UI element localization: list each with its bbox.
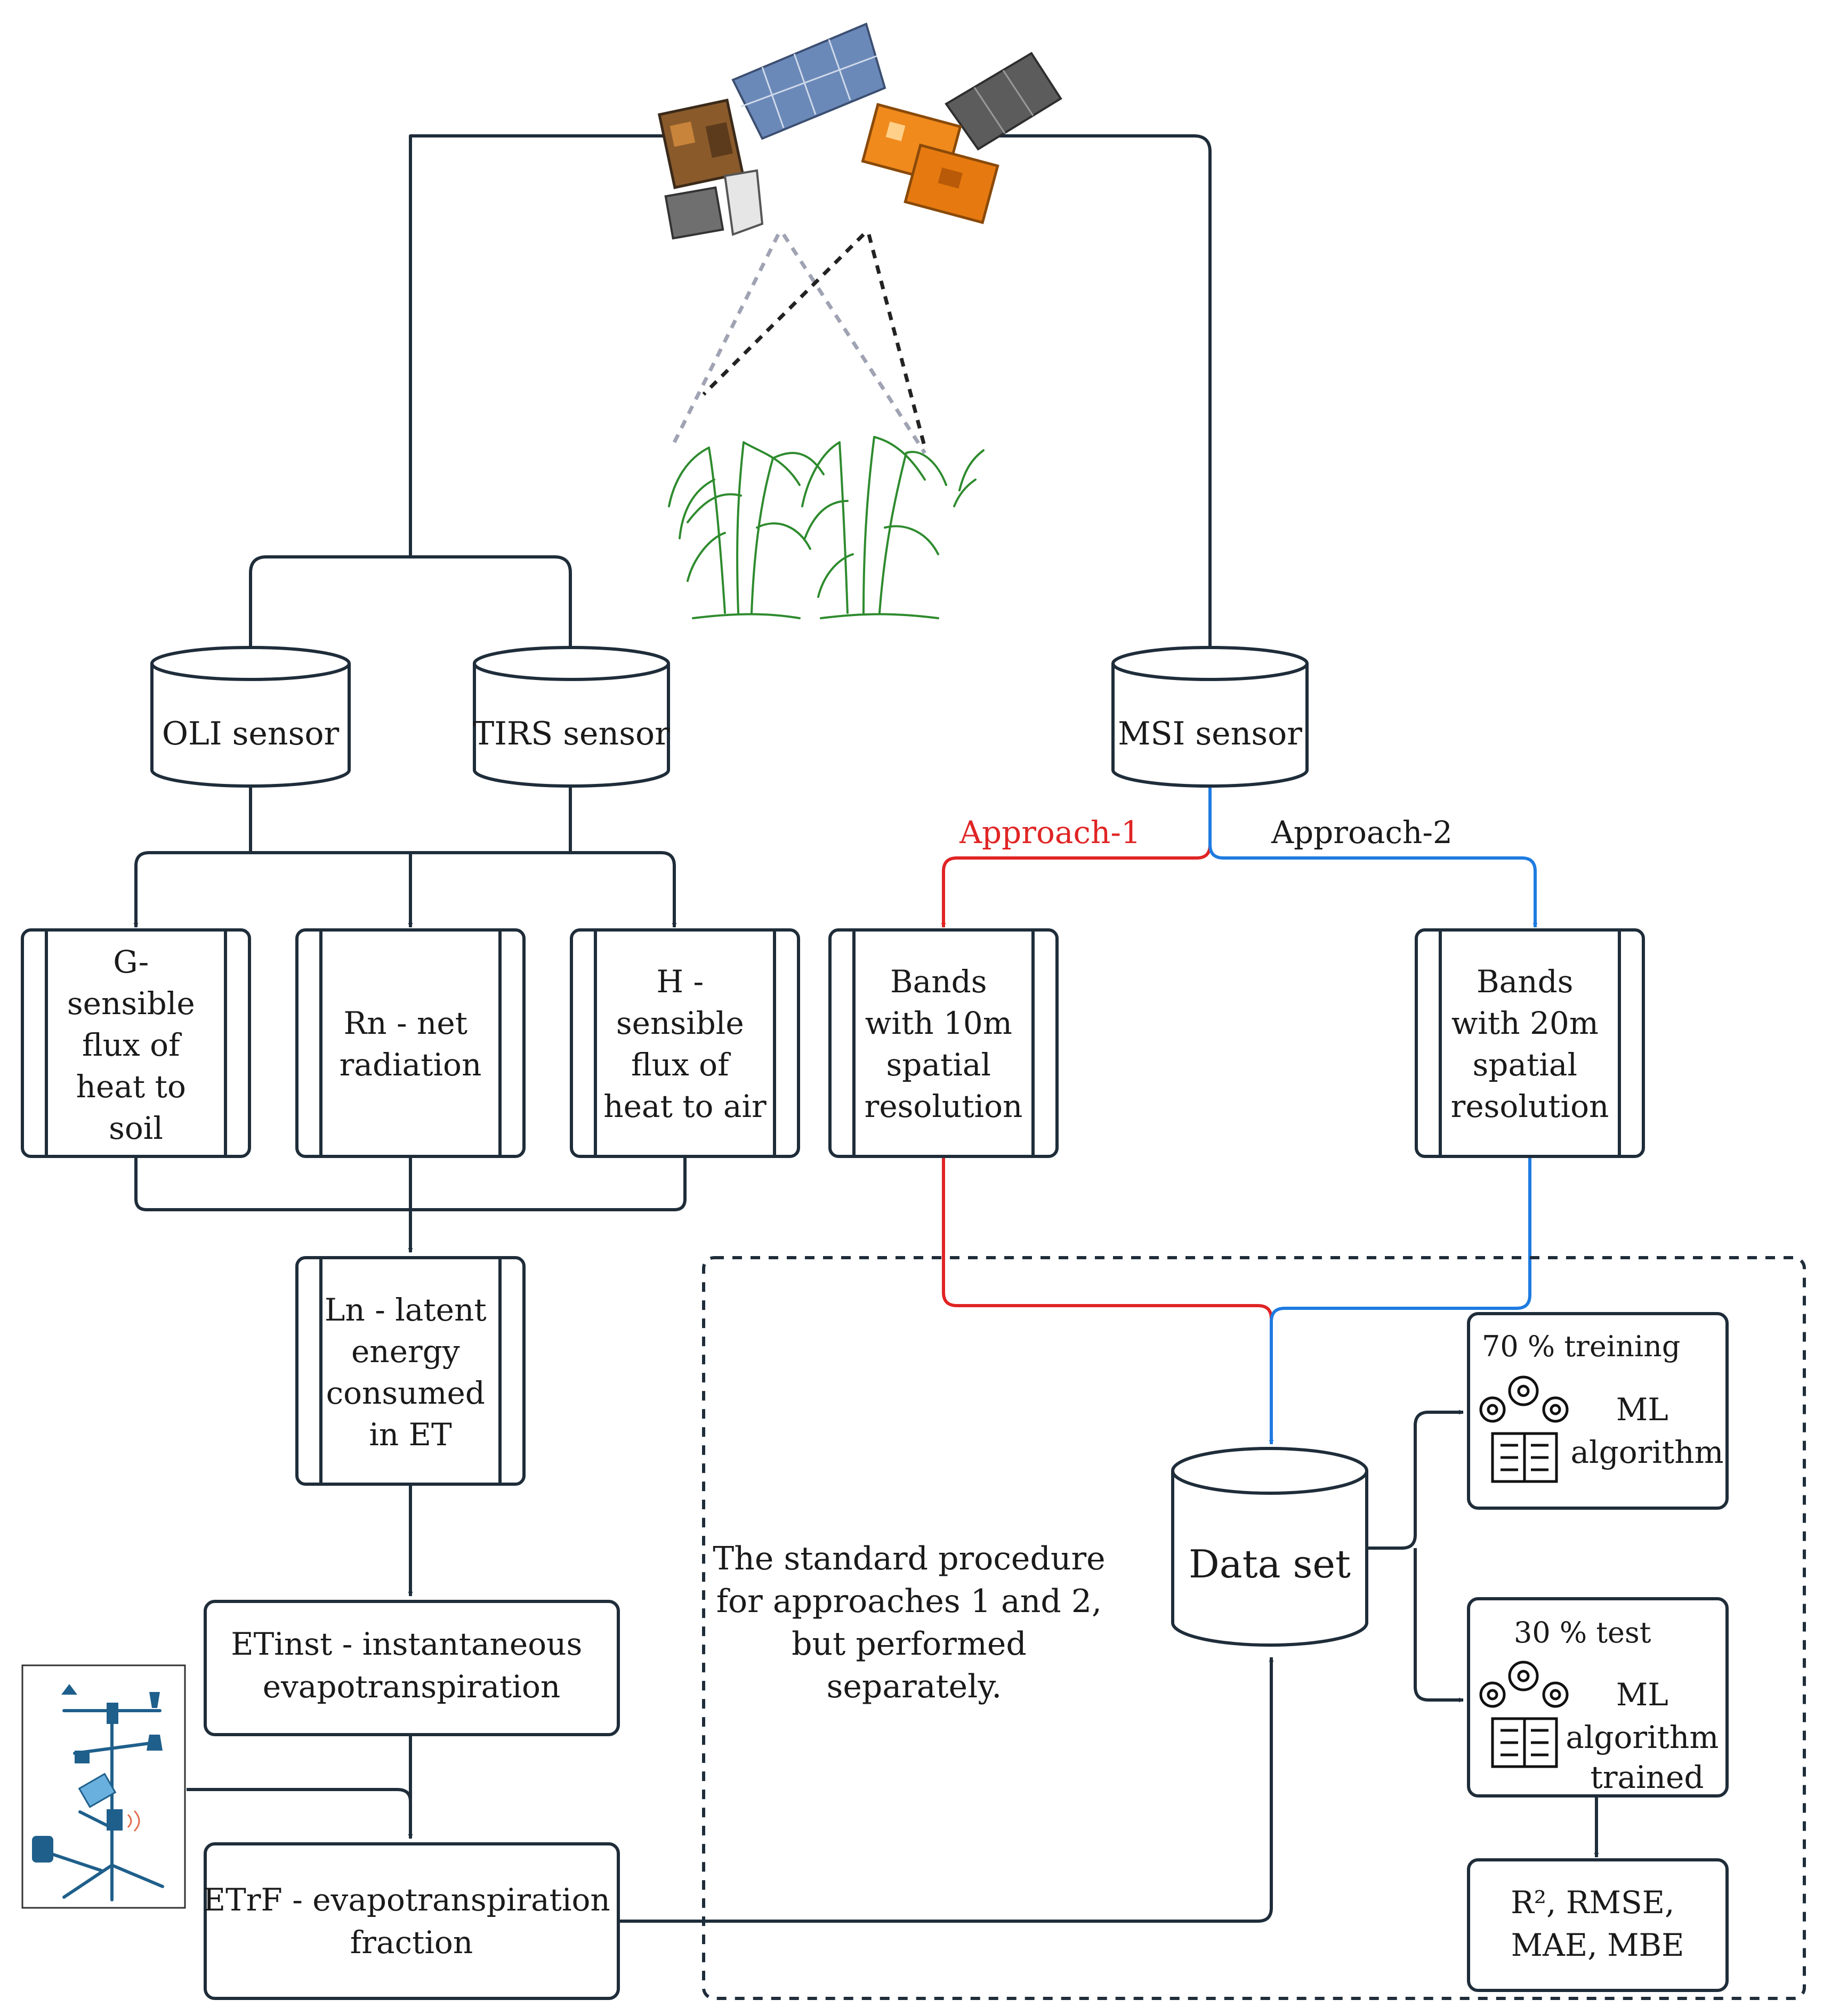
sensor-field-of-view xyxy=(672,233,927,454)
arrow-to-g xyxy=(133,851,150,928)
arrow-approach2 xyxy=(1208,786,1538,928)
arrow-to-training xyxy=(1367,1410,1464,1550)
metrics-label: R², RMSE, MAE, MBE xyxy=(1511,1884,1684,1963)
weather-station-icon xyxy=(21,1664,186,1909)
sentinel-satellite-icon xyxy=(861,52,1062,224)
bands-10m-label: Bands with 10m spatial resolution xyxy=(865,964,1023,1124)
etrf-label: ETrF - evapotranspiration fraction xyxy=(203,1882,620,1961)
line-bands10-to-dataset xyxy=(942,1156,1273,1319)
bands-20m-label: Bands with 20m spatial resolution xyxy=(1451,964,1609,1124)
h-air-heat-flux-node: H - sensible flux of heat to air xyxy=(570,928,800,1158)
bands-20m-node: Bands with 20m spatial resolution xyxy=(1415,928,1645,1158)
line-station-to-etrf xyxy=(187,1788,412,1802)
test-title: 30 % test xyxy=(1514,1616,1651,1649)
training-node: 70 % treining ML algorithm xyxy=(1467,1312,1729,1510)
arrow-to-msi xyxy=(997,134,1213,656)
etinst-node: ETinst - instantaneous evapotranspiratio… xyxy=(204,1600,620,1736)
rn-net-radiation-label: Rn - net radiation xyxy=(340,1005,482,1083)
oli-sensor-label: OLI sensor xyxy=(162,715,340,752)
gears-book-icon xyxy=(1479,1661,1569,1768)
msi-sensor-node: MSI sensor xyxy=(1111,646,1309,788)
arrow-bands20-to-dataset xyxy=(1269,1156,1531,1445)
training-title: 70 % treining xyxy=(1482,1330,1681,1363)
line-g-merge xyxy=(134,1156,410,1211)
g-soil-heat-flux-label: G- sensible flux of heat to soil xyxy=(67,944,205,1146)
msi-sensor-label: MSI sensor xyxy=(1118,715,1302,752)
etrf-node: ETrF - evapotranspiration fraction xyxy=(203,1842,620,2000)
ln-latent-energy-label: Ln - latent energy consumed in ET xyxy=(325,1292,496,1453)
tirs-sensor-label: TIRS sensor xyxy=(473,715,670,752)
arrow-approach1 xyxy=(941,786,1212,928)
rn-net-radiation-node: Rn - net radiation xyxy=(295,928,526,1158)
approach-2-label: Approach-2 xyxy=(1271,814,1453,851)
dataset-label: Data set xyxy=(1189,1542,1351,1586)
approach-1-label: Approach-1 xyxy=(959,814,1141,851)
arrow-to-test xyxy=(1414,1548,1464,1703)
sugarcane-plant-icon xyxy=(668,436,985,619)
ln-latent-energy-node: Ln - latent energy consumed in ET xyxy=(295,1256,526,1486)
standard-procedure-region xyxy=(702,1256,1806,2000)
gears-book-icon xyxy=(1479,1375,1569,1483)
etinst-label: ETinst - instantaneous evapotranspiratio… xyxy=(231,1626,592,1705)
approach-connectors xyxy=(941,786,1538,1445)
arrow-to-oli xyxy=(248,555,410,656)
connectors xyxy=(133,134,1599,1923)
dataset-node: Data set xyxy=(1171,1447,1368,1647)
g-soil-heat-flux-node: G- sensible flux of heat to soil xyxy=(21,928,251,1158)
h-air-heat-flux-label: H - sensible flux of heat to air xyxy=(603,964,767,1124)
training-ml-label: ML algorithm xyxy=(1570,1391,1723,1470)
standard-procedure-note: The standard procedure for approaches 1 … xyxy=(713,1540,1116,1705)
arrow-to-tirs xyxy=(410,555,573,656)
line-h-merge xyxy=(410,1156,687,1211)
line-satellite-to-split xyxy=(409,134,672,557)
arrow-etrf-to-dataset xyxy=(618,1657,1274,1923)
tirs-sensor-node: TIRS sensor xyxy=(473,646,670,788)
arrow-to-h xyxy=(660,851,677,928)
oli-sensor-node: OLI sensor xyxy=(150,646,351,788)
test-node: 30 % test ML algorithm trained xyxy=(1467,1597,1729,1798)
landsat-satellite-icon xyxy=(657,22,886,240)
metrics-node: R², RMSE, MAE, MBE xyxy=(1467,1858,1729,1992)
test-ml-label: ML algorithm trained xyxy=(1566,1677,1729,1795)
bands-10m-node: Bands with 10m spatial resolution xyxy=(828,928,1059,1158)
